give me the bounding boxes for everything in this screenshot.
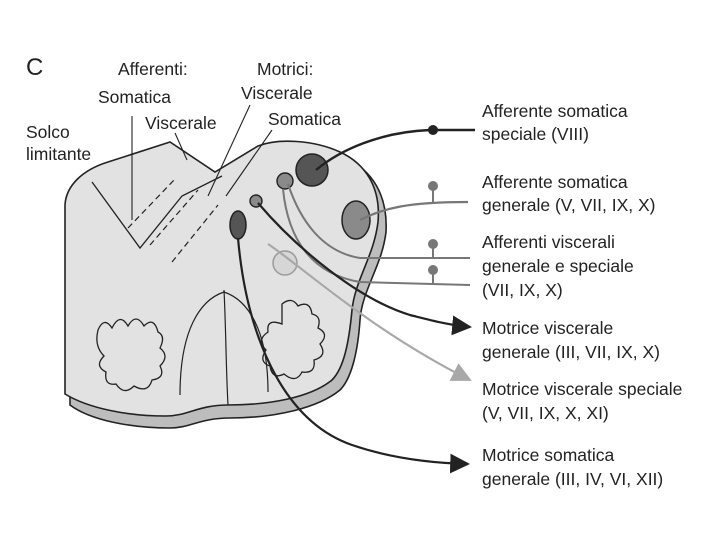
column-boundary-2 [149,189,199,246]
panel-letter: C [26,54,43,81]
label-afferente-somatica-generale-2: generale (V, VII, IX, X) [482,195,655,215]
motor-visceral-pointer [207,104,251,197]
label-viscerale-left: Viscerale [145,113,217,133]
nucleus-general-somatic-afferent [341,200,371,240]
ganglion-visceral-1 [428,239,438,249]
label-solco: Solco [26,122,70,142]
ganglion-special-somatic [428,125,438,135]
column-boundary-1 [127,177,177,229]
label-afferente-somatica-generale-1: Afferente somatica [482,172,628,192]
fiber-visceral-afferent-1 [287,183,470,259]
label-afferenti-viscerali-2: generale e speciale [482,256,634,276]
label-motrice-viscerale-generale-2: generale (III, VII, IX, X) [482,342,660,362]
fiber-special-somatic-afferent [315,128,475,171]
ganglion-visceral-2 [428,265,438,275]
label-afferenti-viscerali-3: (VII, IX, X) [482,280,563,300]
midline [223,289,229,406]
motor-somatic-pointer [225,129,273,197]
label-afferenti: Afferenti: [118,59,188,79]
label-motrice-viscerale-speciale-2: (V, VII, IX, X, XI) [482,403,609,423]
column-boundary-3 [171,204,219,263]
solco-limitante-line [91,175,223,250]
nucleus-special-somatic-afferent [295,153,329,187]
fiber-general-visceral-motor [257,202,472,336]
label-motrice-viscerale-generale-1: Motrice viscerale [482,318,613,338]
label-viscerale-right: Viscerale [241,83,313,103]
fiber-visceral-afferent-2 [282,188,471,286]
label-motrice-somatica-generale-2: generale (III, IV, VI, XII) [482,469,663,489]
nucleus-somatic-motor [229,210,247,240]
fiber-general-somatic-afferent [359,200,469,221]
nucleus-visceral-afferent [276,172,294,190]
label-afferenti-viscerali-1: Afferenti viscerali [482,232,615,252]
olive-left [96,318,166,392]
label-somatica-right: Somatica [268,109,341,129]
nucleus-special-visceral-motor [272,250,298,276]
label-somatica-left: Somatica [98,87,171,107]
ganglion-general-somatic [428,181,438,191]
label-afferente-somatica-speciale-1: Afferente somatica [482,101,628,121]
fiber-somatic-motor [236,237,470,474]
afferent-visceral-pointer [174,132,188,161]
label-motrice-viscerale-speciale-1: Motrice viscerale speciale [482,379,682,399]
ventral-arc [179,291,269,396]
label-limitante: limitante [26,144,91,164]
fiber-special-visceral-motor [267,243,472,381]
brainstem-section [64,140,380,417]
label-motrice-somatica-generale-1: Motrice somatica [482,445,615,465]
label-afferente-somatica-speciale-2: speciale (VIII) [482,124,589,144]
label-motrici: Motrici: [257,59,313,79]
